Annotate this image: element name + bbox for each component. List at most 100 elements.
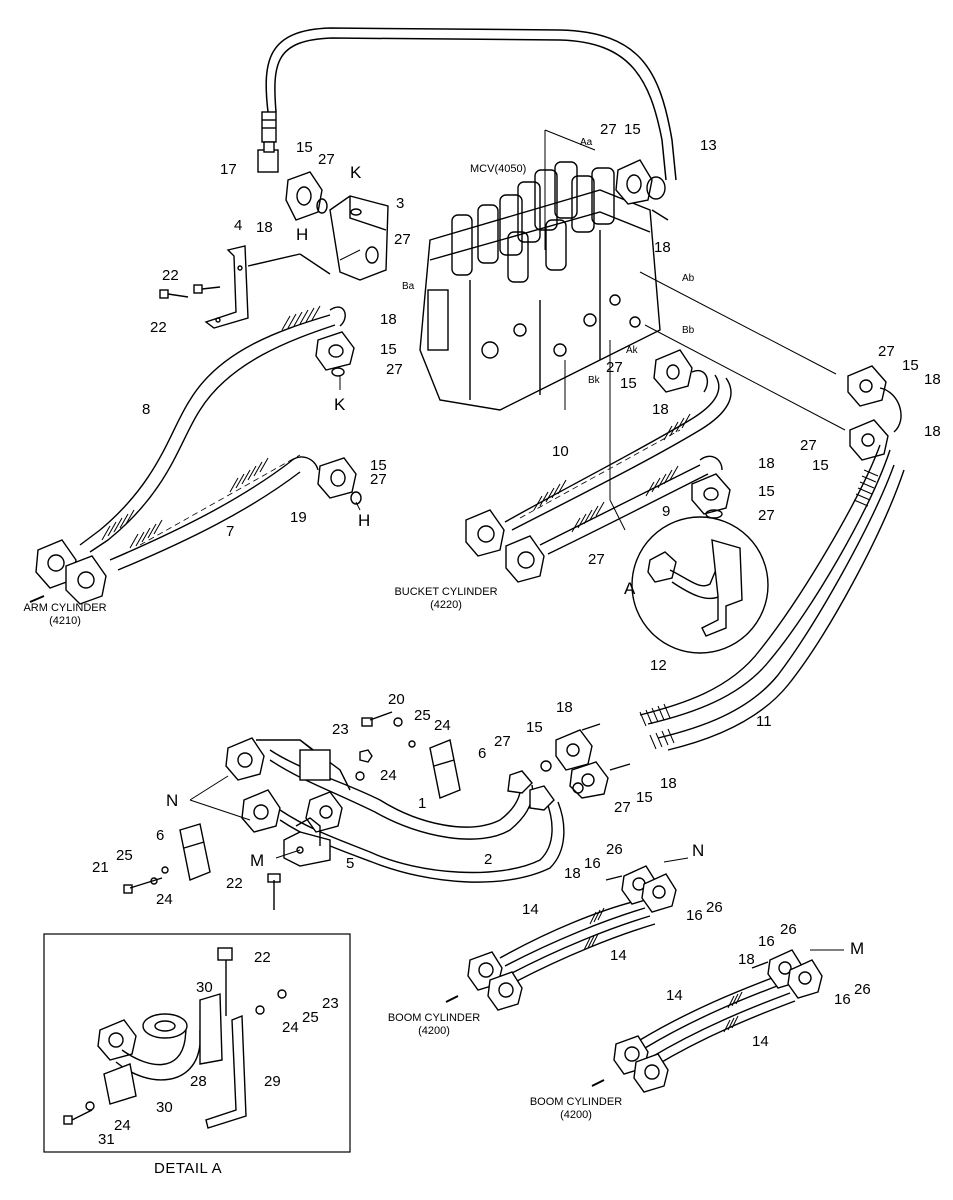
arm-cylinder-flanges [29,539,107,605]
bracket-5 [283,817,331,867]
flange-15-arm [317,457,362,505]
mcv-body [419,161,661,411]
bracket-4 [204,245,331,329]
part-label-26: 26 [780,921,797,938]
part-label-18: 18 [758,455,775,472]
part-label-16: 16 [686,907,703,924]
part-label-20: 20 [388,691,405,708]
elbow-fitting-17 [257,141,279,173]
part-label-26: 26 [854,981,871,998]
part-label-16: 16 [584,855,601,872]
hoses-14-b [591,949,823,1093]
part-label-18: 18 [380,311,397,328]
part-label-23: 23 [322,995,339,1012]
part-label-12: 12 [650,657,667,674]
part-label-22: 22 [162,267,179,284]
boom-cylinder-caption-a-line2: (4200) [418,1025,450,1037]
part-label-8: 8 [142,401,151,418]
part-label-15: 15 [370,457,387,474]
part-label-11: 11 [756,713,772,730]
part-label-15: 15 [620,375,637,392]
boom-cylinder-caption-a: BOOM CYLINDER (4200) [374,1012,494,1038]
part-label-15: 15 [526,719,543,736]
part-label-19: 19 [290,509,307,526]
part-label-14: 14 [610,947,627,964]
part-label-18: 18 [924,423,941,440]
part-label-9: 9 [662,503,671,520]
part-label-31: 31 [98,1131,115,1148]
hose-10 [504,374,732,531]
flange-15-boom [540,723,631,799]
part-label-24: 24 [114,1117,131,1134]
part-label-18: 18 [738,951,755,968]
part-label-15: 15 [902,357,919,374]
part-label-22: 22 [254,949,271,966]
part-label-27: 27 [386,361,403,378]
part-label-24: 24 [380,767,397,784]
port-label-ab: Ab [682,273,695,284]
part-label-3: 3 [396,195,405,212]
part-label-27: 27 [370,471,387,488]
hoses-14-a [445,865,677,1011]
part-label-7: 7 [226,523,235,540]
flange-15-left [315,331,355,377]
part-label-25: 25 [302,1009,319,1026]
part-label-18: 18 [564,865,581,882]
part-label-27: 27 [758,507,775,524]
part-label-14: 14 [666,987,683,1004]
hose-9 [539,455,723,555]
part-label-24: 24 [434,717,451,734]
part-label-6: 6 [478,745,487,762]
bolts-20-23 [123,711,416,910]
part-label-30: 30 [196,979,213,996]
hoses-11-12 [639,444,905,751]
callout-k-bottom: K [334,395,346,414]
arm-cylinder-caption: ARM CYLINDER (4210) [10,602,120,628]
part-label-18: 18 [924,371,941,388]
part-label-2: 2 [484,851,493,868]
part-label-28: 28 [190,1073,207,1090]
flange-15-top [285,171,328,221]
part-label-27: 27 [394,231,411,248]
part-label-22: 22 [150,319,167,336]
part-label-15: 15 [624,121,641,138]
part-label-14: 14 [752,1033,769,1050]
part-label-1: 1 [418,795,427,812]
part-label-27: 27 [588,551,605,568]
part-label-24: 24 [282,1019,299,1036]
port-label-aa: Aa [580,137,593,148]
callout-leaders [189,249,844,951]
detail-a-title: DETAIL A [154,1160,223,1177]
part-label-27: 27 [614,799,631,816]
part-label-15: 15 [812,457,829,474]
port-label-ak: Ak [626,345,638,356]
part-label-15: 15 [636,789,653,806]
port-label-ba: Ba [402,281,415,292]
hose-8 [79,305,346,553]
arm-cylinder-caption-line1: ARM CYLINDER [23,602,107,614]
part-label-16: 16 [758,933,775,950]
part-label-29: 29 [264,1073,281,1090]
clamp-6 [179,739,461,881]
part-label-18: 18 [652,401,669,418]
bucket-cylinder-caption: BUCKET CYLINDER (4220) [386,586,506,612]
part-label-26: 26 [606,841,623,858]
part-label-18: 18 [654,239,671,256]
part-label-14: 14 [522,901,539,918]
bucket-cylinder-caption-line2: (4220) [430,599,462,611]
callout-h-top: H [296,225,309,244]
boom-cylinder-caption-b-line2: (4200) [560,1109,592,1121]
part-label-25: 25 [116,847,133,864]
part-label-27: 27 [606,359,623,376]
part-label-27: 27 [800,437,817,454]
part-label-26: 26 [706,899,723,916]
part-label-6: 6 [156,827,165,844]
part-label-13: 13 [700,137,717,154]
port-leaders [544,129,846,531]
callout-a: A [624,579,636,598]
part-label-18: 18 [256,219,273,236]
part-label-27: 27 [878,343,895,360]
bucket-cylinder-caption-line1: BUCKET CYLINDER [394,586,498,598]
part-label-27: 27 [494,733,511,750]
